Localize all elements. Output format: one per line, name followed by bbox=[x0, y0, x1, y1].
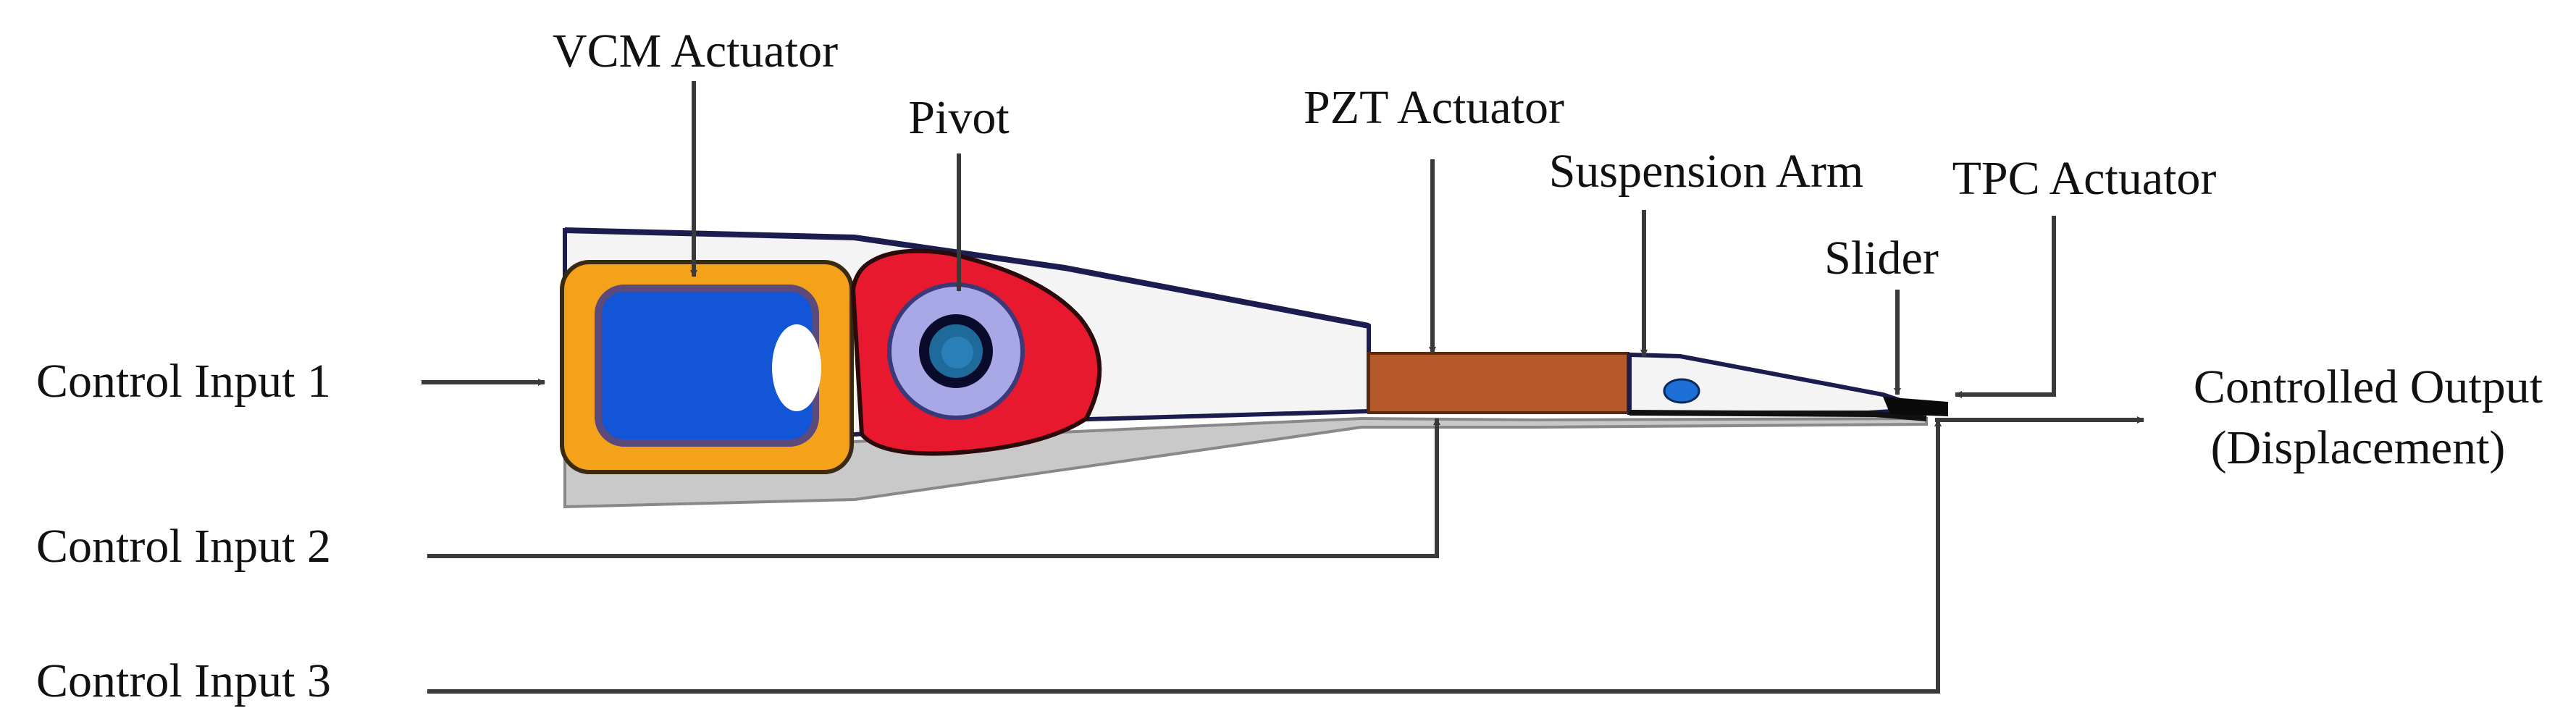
vcm-actuator-label: VCM Actuator bbox=[553, 25, 838, 77]
control-input-3-label: Control Input 3 bbox=[36, 654, 331, 707]
vcm-actuator bbox=[560, 260, 854, 474]
suspension-dimple bbox=[1663, 378, 1700, 404]
control-input-2-arrow bbox=[427, 418, 1440, 558]
control-input-1-label: Control Input 1 bbox=[36, 355, 331, 408]
pivot-block bbox=[850, 248, 1102, 456]
controlled-output-label: Controlled Output bbox=[2194, 361, 2543, 413]
suspension-lower-edge bbox=[1629, 410, 1927, 421]
vcm-coil-highlight bbox=[772, 324, 821, 411]
control-input-2-label: Control Input 2 bbox=[36, 520, 331, 573]
pivot-hole bbox=[941, 337, 973, 369]
slider-label: Slider bbox=[1824, 232, 1939, 285]
pzt-actuator-label: PZT Actuator bbox=[1304, 81, 1564, 134]
suspension-arm bbox=[1627, 352, 1927, 421]
slider-block bbox=[1883, 397, 1948, 416]
pzt-actuator-block bbox=[1367, 352, 1629, 414]
pivot-label: Pivot bbox=[908, 91, 1009, 144]
suspension-arm-label: Suspension Arm bbox=[1549, 145, 1864, 198]
tpc-actuator-label: TPC Actuator bbox=[1952, 152, 2217, 205]
displacement-label: (Displacement) bbox=[2211, 421, 2506, 474]
tpc-leader-arrow bbox=[1955, 216, 2056, 398]
control-input-3-arrow bbox=[427, 419, 1942, 694]
